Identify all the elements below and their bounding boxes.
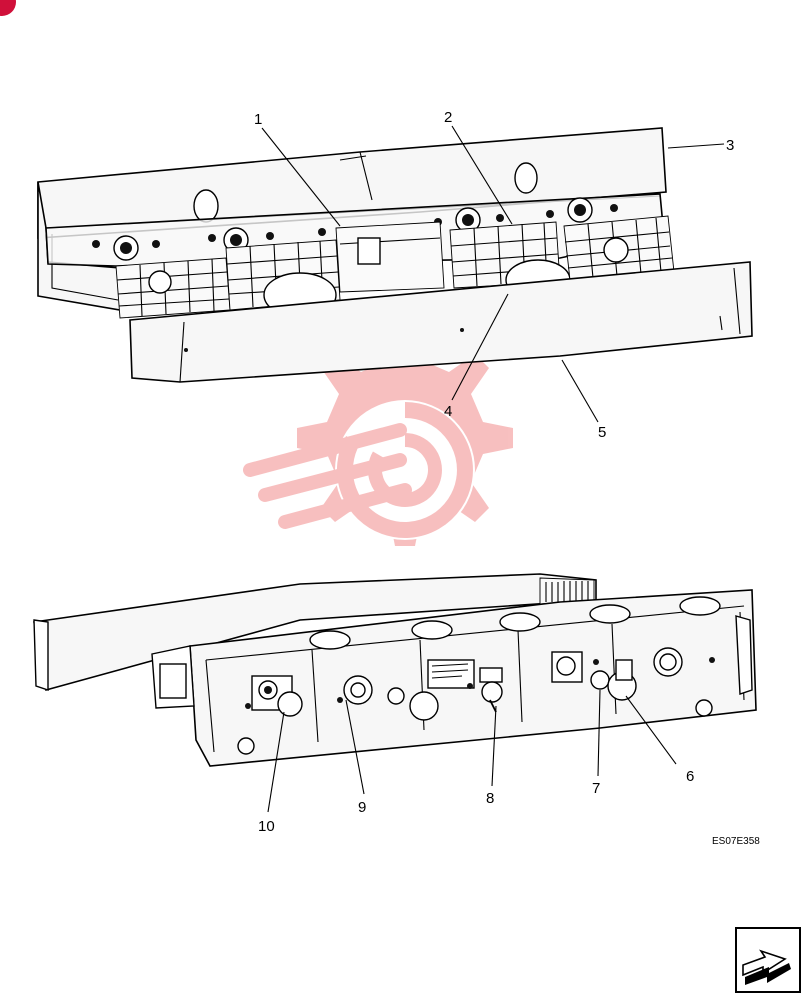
module-1	[245, 675, 303, 717]
callout-10: 10	[258, 818, 275, 835]
callout-9: 9	[358, 799, 366, 816]
leader-lines	[261, 125, 725, 813]
callout-8: 8	[486, 790, 494, 807]
drawing-code: ES07E358	[712, 836, 760, 847]
mount-holes	[92, 197, 618, 261]
callout-labels: 1 2 3 4 5 6 7 8 9 10 ES07E358	[254, 109, 760, 847]
callout-1: 1	[254, 111, 262, 128]
module-3	[427, 659, 503, 713]
callout-3: 3	[726, 137, 734, 154]
switch-module-1	[115, 257, 231, 319]
brand-badge-icon	[0, 0, 16, 16]
lower-console-assembly	[33, 573, 757, 767]
module-5	[653, 647, 715, 677]
upper-console-assembly	[37, 127, 753, 383]
arrow-next-page-icon	[735, 927, 801, 993]
callout-5: 5	[598, 424, 606, 441]
callout-2: 2	[444, 109, 452, 126]
gear-wrench-logo-icon	[243, 330, 513, 546]
callout-6: 6	[686, 768, 694, 785]
next-page-button[interactable]	[735, 927, 801, 993]
callout-4: 4	[444, 403, 452, 420]
switch-module-3	[335, 221, 445, 293]
module-4	[551, 651, 637, 701]
callout-7: 7	[592, 780, 600, 797]
top-bumps	[309, 596, 721, 650]
module-2	[337, 675, 439, 721]
